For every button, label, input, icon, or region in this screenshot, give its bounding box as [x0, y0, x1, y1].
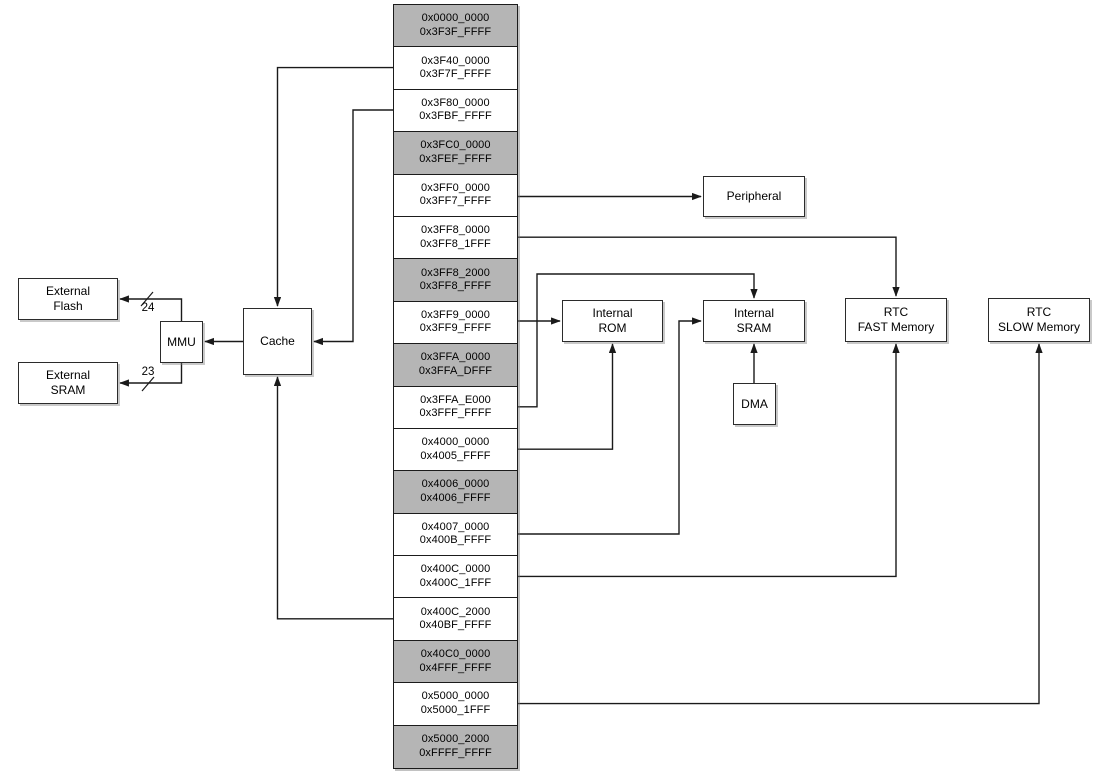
row-end-address: 0x4005_FFFF — [420, 449, 491, 462]
row-end-address: 0xFFFF_FFFF — [419, 746, 492, 759]
row-start-address: 0x400C_0000 — [420, 563, 491, 576]
row-start-address: 0x3F40_0000 — [421, 54, 490, 67]
row-start-address: 0x3FC0_0000 — [420, 139, 491, 152]
row-end-address: 0x3FFF_FFFF — [419, 407, 492, 420]
row-start-address: 0x3FFA_0000 — [420, 351, 491, 364]
rtc-fast-memory-node: RTC FAST Memory — [845, 298, 947, 342]
dma-node: DMA — [733, 383, 776, 425]
row-end-address: 0x4006_FFFF — [420, 491, 491, 504]
external-sram-node: External SRAM — [18, 362, 118, 404]
row-start-address: 0x3FF0_0000 — [421, 181, 490, 194]
row-start-address: 0x0000_0000 — [421, 12, 490, 25]
row-end-address: 0x400C_1FFF — [419, 576, 492, 589]
row-start-address: 0x3FFA_E000 — [420, 393, 491, 406]
connector-0x3f40-0000-0x3f7f-ffff-to-cache — [273, 66, 393, 307]
row-start-address: 0x400C_2000 — [420, 605, 491, 618]
row-start-address: 0x3FF8_0000 — [421, 224, 490, 237]
row-end-address: 0x3FBF_FFFF — [419, 110, 492, 123]
internal-sram-node: Internal SRAM — [703, 300, 805, 342]
row-end-address: 0x40BF_FFFF — [419, 619, 492, 632]
row-end-address: 0x3FF9_FFFF — [419, 322, 492, 335]
mmu-node: MMU — [160, 321, 203, 363]
row-start-address: 0x4000_0000 — [421, 436, 490, 449]
connector-0x400c-2000-0x40bf-ffff-to-cache — [273, 376, 393, 620]
peripheral-node: Peripheral — [703, 176, 805, 217]
external-flash-node: External Flash — [18, 278, 118, 320]
row-end-address: 0x3F7F_FFFF — [419, 68, 492, 81]
row-start-address: 0x40C0_0000 — [420, 648, 491, 661]
row-end-address: 0x3F3F_FFFF — [419, 25, 492, 38]
row-start-address: 0x5000_0000 — [421, 690, 490, 703]
connector-0x4000-0000-0x4005-ffff-to-internal-rom — [518, 343, 617, 450]
rtc-slow-memory-node: RTC SLOW Memory — [988, 298, 1090, 342]
connector-0x4007-0000-0x400b-ffff-to-internal-sram — [518, 317, 702, 535]
cache-node: Cache — [243, 308, 312, 375]
row-start-address: 0x4006_0000 — [421, 478, 490, 491]
bus-width-tick-sram — [141, 376, 155, 392]
row-start-address: 0x3FF9_0000 — [421, 308, 490, 321]
row-start-address: 0x4007_0000 — [421, 520, 490, 533]
row-end-address: 0x3FF7_FFFF — [419, 195, 492, 208]
row-end-address: 0x3FFA_DFFF — [418, 364, 493, 377]
connector-0x3ff8-0000-0x3ff8-1fff-to-rtc-fast-memory — [518, 236, 900, 297]
row-start-address: 0x3FF8_2000 — [421, 266, 490, 279]
row-end-address: 0x5000_1FFF — [420, 703, 491, 716]
row-end-address: 0x4FFF_FFFF — [419, 661, 492, 674]
row-end-address: 0x3FF8_1FFF — [420, 237, 491, 250]
connector-0x3f80-0000-0x3fbf-ffff-to-cache — [313, 109, 393, 346]
row-end-address: 0x400B_FFFF — [419, 534, 492, 547]
internal-rom-node: Internal ROM — [562, 300, 663, 342]
connector-0x5000-0000-0x5000-1fff-to-rtc-slow-memory — [518, 343, 1043, 705]
row-start-address: 0x5000_2000 — [421, 733, 490, 746]
connector-0x400c-0000-0x400c-1fff-to-rtc-fast-memory — [518, 343, 900, 578]
row-end-address: 0x3FEF_FFFF — [419, 152, 492, 165]
row-end-address: 0x3FF8_FFFF — [419, 280, 492, 293]
row-start-address: 0x3F80_0000 — [421, 96, 490, 109]
bus-width-label-sram: 23 — [141, 366, 155, 378]
bus-width-label-flash: 24 — [141, 302, 155, 314]
